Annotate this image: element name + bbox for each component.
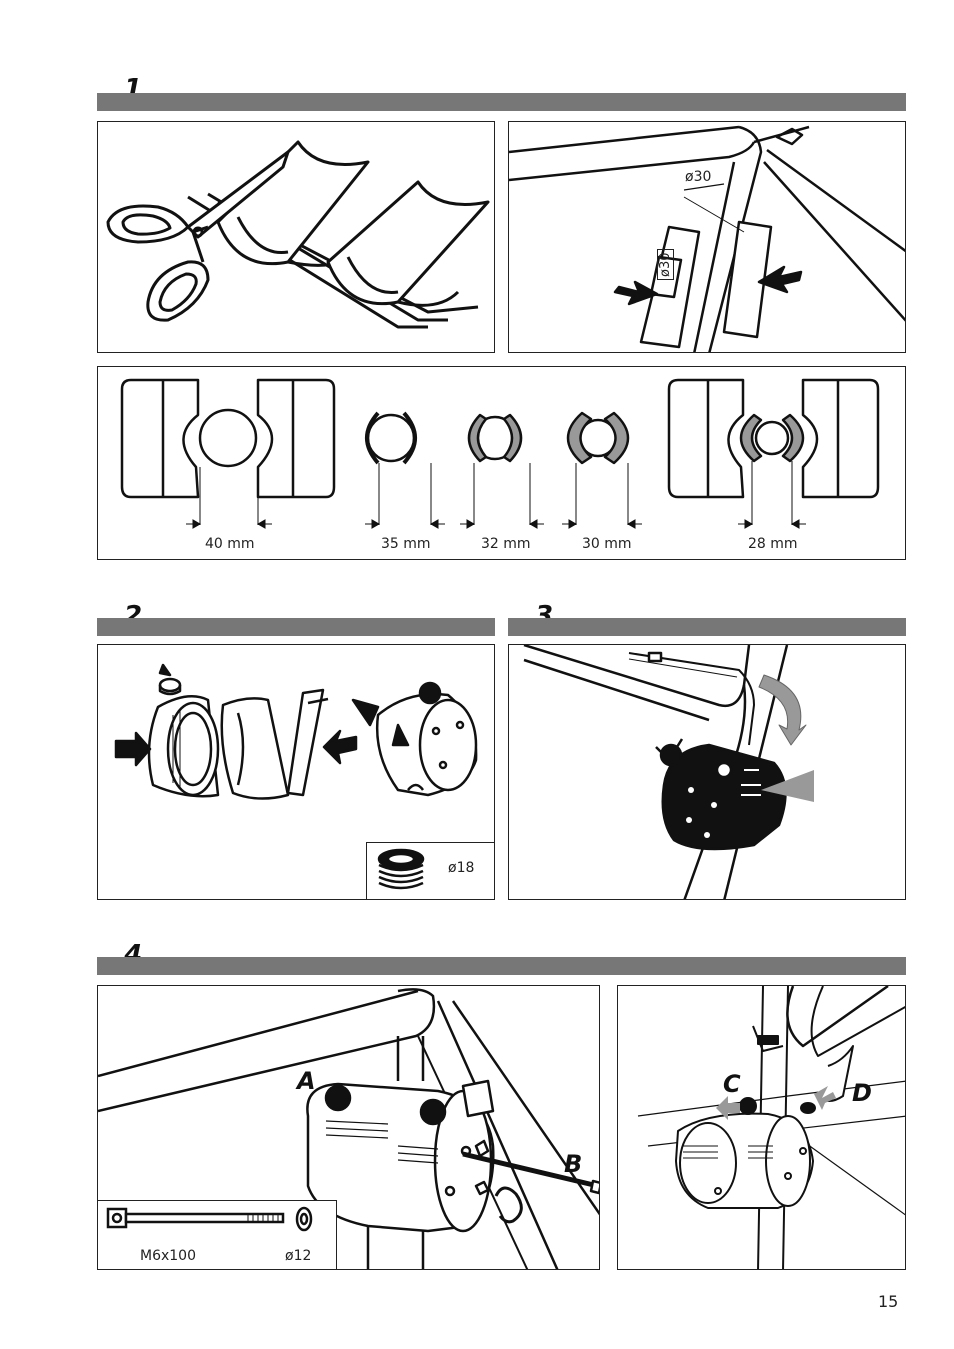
bolt-inset: M6x100 ø12 <box>98 1200 337 1269</box>
panel-caps-assembly: C D <box>617 985 906 1270</box>
insert-sizes-illustration <box>120 378 880 529</box>
step-2-bar <box>97 618 495 636</box>
bolt-washer-icon <box>106 1206 313 1232</box>
panel-mount-on-frame <box>508 644 906 900</box>
washer-size-label: ø12 <box>285 1248 312 1264</box>
size-label-32: 32 mm <box>481 536 531 552</box>
panel-bolt-assembly: A B M6x100 ø12 <box>97 985 600 1270</box>
step-1-bar <box>97 93 906 111</box>
panel-assemble-clamp: ø18 <box>97 644 495 900</box>
plug-diameter-label: ø18 <box>448 860 475 876</box>
step-4-bar <box>97 957 906 975</box>
plug-icon <box>377 848 425 890</box>
plug-inset: ø18 <box>366 842 494 899</box>
assemble-clamp-illustration <box>114 663 478 800</box>
label-d: D <box>852 1079 872 1107</box>
frame-insert-illustration <box>509 125 905 352</box>
size-label-35: 35 mm <box>381 536 431 552</box>
size-label-30: 30 mm <box>582 536 632 552</box>
label-b: B <box>564 1150 583 1178</box>
bolt-assembly-illustration <box>98 988 599 1269</box>
size-label-28: 28 mm <box>748 536 798 552</box>
bolt-size-label: M6x100 <box>140 1248 196 1264</box>
panel-insert-sizes: 40 mm 35 mm 32 mm 30 mm 28 mm <box>97 366 906 560</box>
size-label-40: 40 mm <box>205 536 255 552</box>
panel-frame-insert: ø30 ø30 <box>508 121 906 353</box>
label-a: A <box>297 1067 316 1095</box>
panel-cut-inserts <box>97 121 495 353</box>
label-c: C <box>723 1070 741 1098</box>
cut-inserts-illustration <box>106 140 490 329</box>
frame-diameter-label: ø30 <box>685 169 712 185</box>
step-3-bar <box>508 618 906 636</box>
page-number: 15 <box>878 1292 899 1311</box>
insert-diameter-label: ø30 <box>657 249 674 280</box>
caps-assembly-illustration <box>637 986 905 1269</box>
mount-on-frame-illustration <box>523 645 814 899</box>
